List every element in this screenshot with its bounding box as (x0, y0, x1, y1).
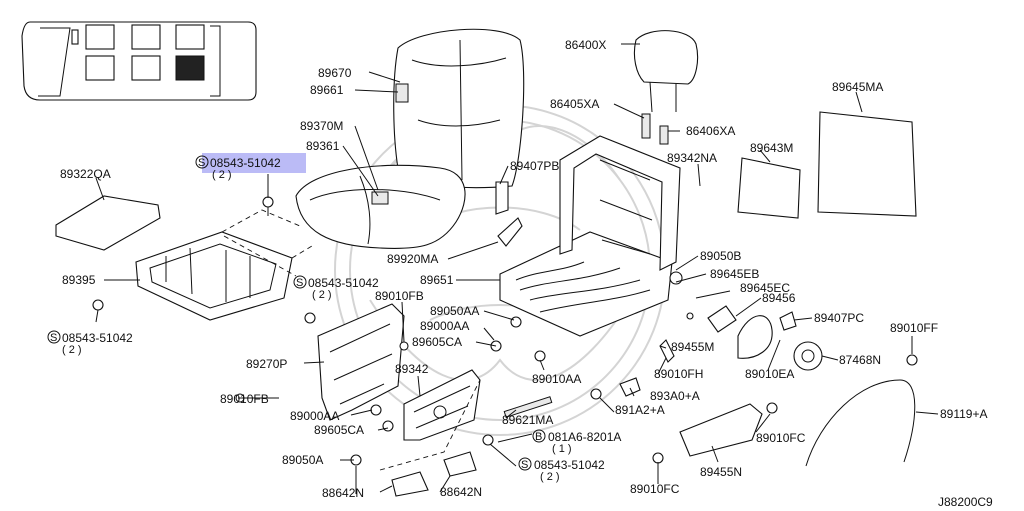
label-89643m: 89643M (750, 141, 793, 155)
vehicle-seat-locator (21, 21, 257, 101)
label-89407pb: 89407PB (510, 159, 559, 173)
label-89000aa-top: 89000AA (420, 319, 469, 333)
label-89342: 89342 (395, 362, 429, 376)
seat-cushion (295, 164, 466, 249)
lower-seat-frame (135, 209, 313, 321)
label-89605ca-top: 89605CA (412, 335, 462, 349)
label-89322qa: 89322QA (60, 167, 111, 181)
callout-08543-frame: S 08543-51042 ( 2 ) (293, 275, 379, 301)
headrest-guides (641, 113, 669, 145)
label-qty: ( 1 ) (552, 443, 572, 455)
label-891a2a: 891A2+A (615, 403, 665, 417)
recliner-bracket (403, 369, 481, 441)
label-qty: ( 2 ) (212, 169, 232, 181)
label-89000aa-bottom: 89000AA (290, 409, 339, 423)
label-89010fh: 89010FH (654, 367, 703, 381)
label-89010aa: 89010AA (532, 372, 581, 386)
label-89050aa: 89050AA (430, 304, 479, 318)
callout-circle-letter: S (198, 157, 205, 169)
cushion-pad (55, 195, 161, 251)
label-89645eb: 89645EB (710, 267, 759, 281)
label-89010fc-right: 89010FC (756, 431, 806, 445)
label-89010ff: 89010FF (890, 321, 938, 335)
diagram-code: J88200C9 (938, 495, 993, 509)
callout-08543-left: S 08543-51042 ( 2 ) (47, 330, 133, 356)
label-89645ma: 89645MA (832, 80, 883, 94)
label-89342na: 89342NA (667, 151, 717, 165)
label-86400x: 86400X (565, 38, 606, 52)
label-89645ec: 89645EC (740, 281, 790, 295)
callout-08543-bottom: S 08543-51042 ( 2 ) (518, 457, 605, 483)
label-87468n: 87468N (839, 353, 881, 367)
label-89605ca-bottom: 89605CA (314, 423, 364, 437)
seat-back-cushion (393, 28, 525, 189)
label-89119a: 89119+A (940, 407, 988, 421)
label-89010fb-top: 89010FB (375, 289, 424, 303)
label-08543-highlighted: 08543-51042 (210, 156, 281, 170)
label-qty: ( 2 ) (62, 344, 82, 356)
back-panels (737, 111, 917, 219)
label-89407pc: 89407PC (814, 311, 864, 325)
callout-circle-letter: B (535, 431, 542, 443)
callout-circle-letter: S (296, 277, 303, 289)
release-cable (805, 379, 916, 467)
label-89621ma: 89621MA (502, 413, 553, 427)
callout-08543-highlighted: S 08543-51042 ( 2 ) (195, 155, 281, 181)
fasteners (92, 181, 918, 497)
label-89661: 89661 (310, 83, 344, 97)
leader-lines (95, 43, 939, 494)
label-89455n: 89455N (700, 465, 742, 479)
side-cover (317, 303, 405, 421)
label-89455m: 89455M (671, 340, 714, 354)
headrest (633, 30, 699, 113)
label-89270p: 89270P (246, 357, 287, 371)
label-08543-bottom: 08543-51042 (534, 458, 605, 472)
label-89920ma: 89920MA (387, 252, 438, 266)
selection-highlight (202, 153, 306, 173)
label-89010ea: 89010EA (745, 367, 794, 381)
label-89670: 89670 (318, 66, 352, 80)
label-893a0a: 893A0+A (650, 389, 700, 403)
label-86406xa: 86406XA (686, 124, 735, 138)
label-86405xa: 86405XA (550, 97, 599, 111)
label-89361: 89361 (306, 139, 340, 153)
right-trim-parts (679, 305, 823, 457)
seat-frame (499, 135, 681, 337)
label-88642n-right: 88642N (440, 485, 482, 499)
label-qty: ( 2 ) (312, 289, 332, 301)
label-89370m: 89370M (300, 119, 343, 133)
callout-circle-letter: S (521, 459, 528, 471)
label-08543-left: 08543-51042 (62, 331, 133, 345)
label-89651: 89651 (420, 273, 454, 287)
part-labels: 86400X 89670 89661 86405XA 86406XA 89645… (47, 38, 988, 500)
label-08543-frame: 08543-51042 (308, 276, 379, 290)
label-qty: ( 2 ) (540, 471, 560, 483)
label-89050a: 89050A (282, 453, 323, 467)
callout-081a6: B 081A6-8201A ( 1 ) (532, 429, 621, 455)
label-89395: 89395 (62, 273, 96, 287)
label-89456: 89456 (762, 291, 796, 305)
label-88642n-left: 88642N (322, 486, 364, 500)
label-89050b: 89050B (700, 249, 741, 263)
callout-circle-letter: S (50, 332, 57, 344)
label-89010fb-left: 89010FB (220, 392, 269, 406)
selected-seat-marker (175, 55, 205, 81)
label-081a6: 081A6-8201A (548, 430, 621, 444)
label-89010fc-bottom: 89010FC (630, 482, 680, 496)
